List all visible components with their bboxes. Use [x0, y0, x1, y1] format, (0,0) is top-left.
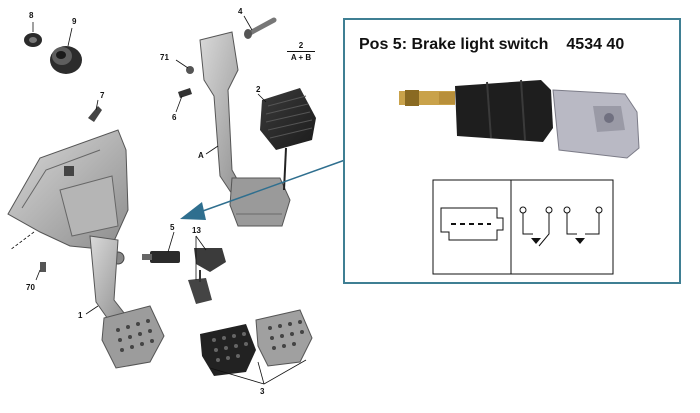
callout-title: Pos 5: Brake light switch 4534 40 [359, 36, 679, 54]
label-pos-4: 4 [238, 7, 243, 16]
label-pos-3: 3 [260, 387, 265, 396]
label-pos-A: A [198, 151, 204, 160]
clutch-pedal-pad [260, 88, 316, 191]
label-pos-1: 1 [78, 311, 83, 320]
pedal-cover-light [255, 309, 313, 367]
clip-part [88, 106, 102, 122]
pedal-sensor-part [188, 248, 226, 304]
label-pos-70: 70 [26, 283, 35, 292]
brake-light-switch-photo [399, 79, 640, 275]
pedal-cover-dark [200, 324, 256, 376]
label-pos-2: 2 [256, 85, 261, 94]
part-number: 4534 40 [566, 36, 625, 53]
label-pos-5: 5 [170, 223, 175, 232]
leader-lines [9, 15, 307, 385]
brake-pedal-arm [89, 235, 129, 323]
label-pos-71: 71 [160, 53, 169, 62]
fraction-bar [287, 51, 315, 52]
retainer-part [40, 262, 46, 272]
label-pos-9: 9 [72, 17, 77, 26]
callout-pointer [180, 159, 346, 220]
callout-title-text: Pos 5: Brake light switch [359, 36, 549, 53]
label-pos-13: 13 [192, 226, 201, 235]
pin-part [178, 88, 192, 98]
bolt-part [244, 17, 277, 39]
label-pos-8: 8 [29, 11, 34, 20]
fraction-numerator: 2 [298, 41, 304, 50]
clutch-pedal-arm [199, 31, 291, 227]
bushing-part [50, 46, 82, 74]
brake-light-switch-small [142, 251, 180, 263]
fraction-label: 2 A + B [287, 41, 315, 62]
brake-pedal-bracket [7, 129, 129, 265]
brake-pedal-pad [101, 305, 165, 369]
label-pos-6: 6 [172, 113, 177, 122]
washer-part [24, 33, 42, 47]
brake-light-switch-callout: Pos 5: Brake light switch 4534 40 [343, 18, 681, 284]
label-pos-7: 7 [100, 91, 105, 100]
fraction-denominator: A + B [290, 53, 312, 62]
